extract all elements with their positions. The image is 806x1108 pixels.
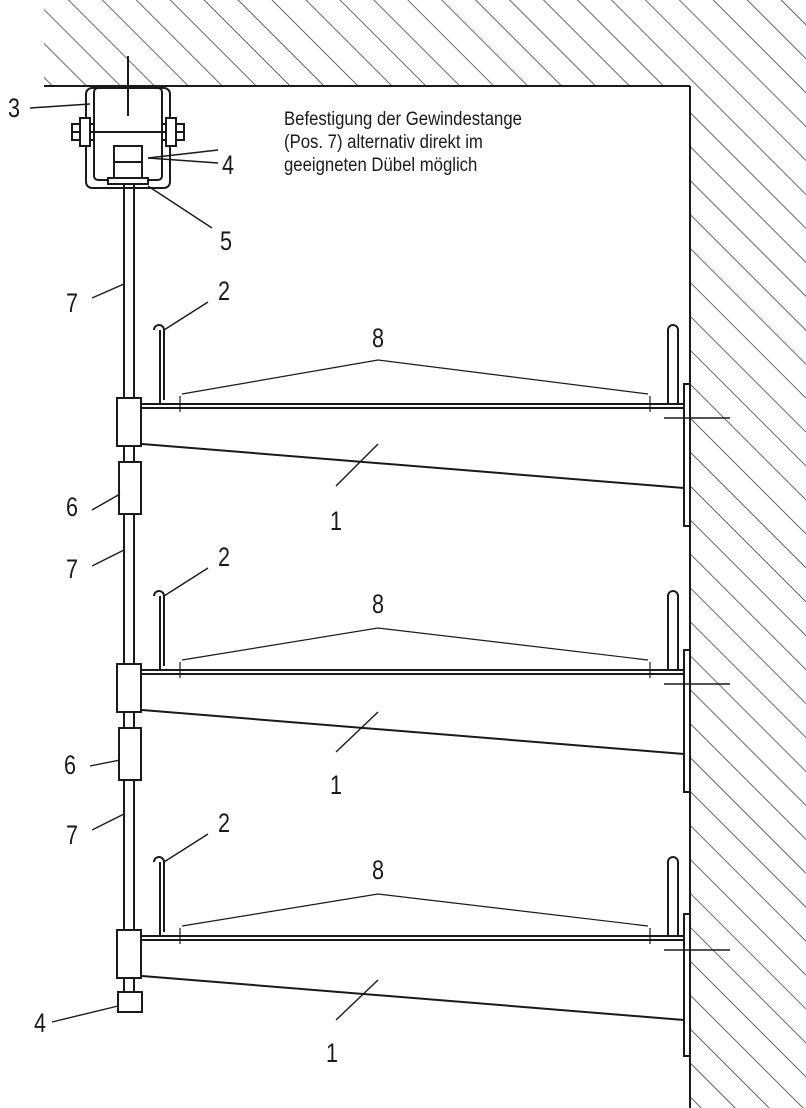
label-channel: 3	[8, 93, 21, 123]
top-nuts	[107, 145, 149, 185]
label-nut-top: 4	[222, 150, 235, 180]
cable-tray-level-1	[141, 324, 730, 527]
label-rod-3: 7	[66, 820, 79, 850]
note-line-3: geeigneten Dübel möglich	[284, 155, 478, 176]
label-tray-1: 2	[218, 276, 231, 306]
note-line-2: (Pos. 7) alternativ direkt im	[284, 132, 483, 153]
cable-tray-level-2	[141, 590, 730, 793]
label-bracket-3: 1	[326, 1038, 339, 1068]
rod-couplers	[116, 397, 143, 1013]
label-washer: 5	[220, 226, 233, 256]
label-span-2: 8	[372, 589, 385, 619]
label-rod-2: 7	[66, 554, 79, 584]
label-span-1: 8	[372, 323, 385, 353]
note-line-1: Befestigung der Gewindestange	[284, 109, 522, 130]
label-rod-1: 7	[66, 288, 79, 318]
label-coupler-2: 6	[64, 750, 77, 780]
cable-tray-level-3	[141, 856, 730, 1057]
threaded-rod	[123, 184, 135, 1000]
label-bracket-1: 1	[330, 506, 343, 536]
label-tray-3: 2	[218, 808, 231, 838]
label-coupler-1: 6	[66, 492, 79, 522]
label-span-3: 8	[372, 855, 385, 885]
ceiling-slab	[44, 0, 806, 87]
label-nut-bottom: 4	[34, 1008, 47, 1038]
installation-note: Befestigung der Gewindestange (Pos. 7) a…	[284, 108, 574, 177]
ceiling-channel	[71, 56, 185, 189]
leader-lines	[29, 103, 379, 1023]
wall	[689, 86, 806, 1108]
label-bracket-2: 1	[330, 770, 343, 800]
label-tray-2: 2	[218, 542, 231, 572]
